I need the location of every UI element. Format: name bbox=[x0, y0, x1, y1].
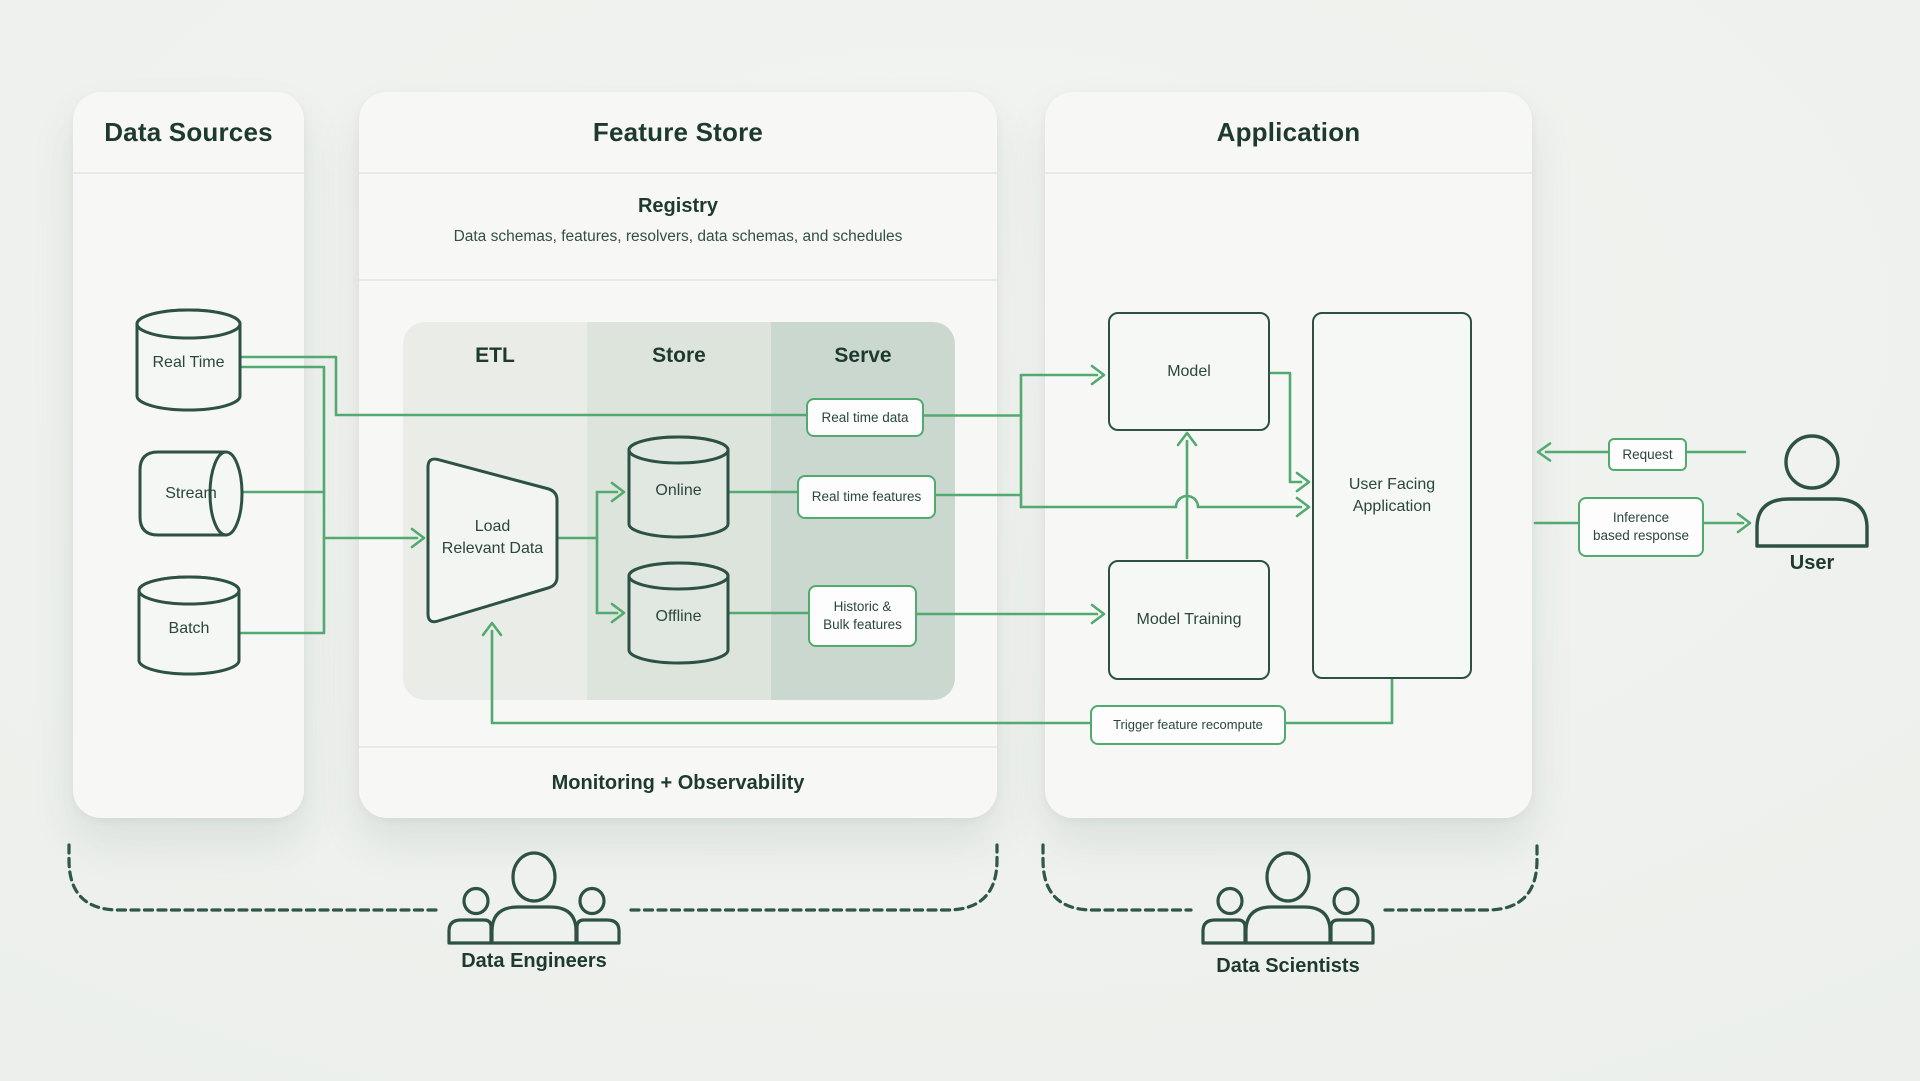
divider bbox=[1045, 172, 1532, 174]
historic-bulk-features-label: Historic & Bulk features bbox=[808, 585, 917, 647]
data-sources-title: Data Sources bbox=[104, 116, 273, 147]
feature-store-title: Feature Store bbox=[592, 116, 764, 147]
arrowhead-icon bbox=[1736, 512, 1752, 534]
trigger-feature-recompute-label: Trigger feature recompute bbox=[1090, 705, 1286, 745]
data-scientists-icon bbox=[1201, 851, 1375, 945]
etl-column-label: ETL bbox=[475, 344, 515, 367]
data-engineers-bracket bbox=[67, 843, 999, 912]
arrowhead-icon bbox=[1536, 442, 1552, 462]
offline-store-label: Offline bbox=[655, 607, 702, 625]
user-label: User bbox=[1789, 552, 1835, 574]
request-label: Request bbox=[1608, 438, 1687, 471]
batch-source-label: Batch bbox=[168, 619, 210, 637]
stream-source-label: Stream bbox=[165, 484, 217, 502]
real-time-source-label: Real Time bbox=[152, 354, 225, 371]
data-engineers-label: Data Engineers bbox=[461, 950, 607, 972]
real-time-data-label: Real time data bbox=[806, 398, 924, 437]
data-engineers-icon bbox=[447, 851, 621, 945]
user-icon bbox=[1755, 434, 1869, 548]
model-training-node: Model Training bbox=[1108, 560, 1270, 680]
real-time-features-label: Real time features bbox=[797, 475, 936, 519]
load-relevant-data-label: Load Relevant Data bbox=[441, 518, 544, 557]
user-facing-application-node: User Facing Application bbox=[1312, 312, 1472, 679]
registry-title: Registry bbox=[637, 195, 719, 217]
registry-subtitle: Data schemas, features, resolvers, data … bbox=[453, 228, 903, 245]
store-column-label: Store bbox=[652, 344, 706, 367]
application-title: Application bbox=[1216, 116, 1361, 147]
serve-column-label: Serve bbox=[834, 344, 892, 367]
divider bbox=[73, 172, 304, 174]
data-scientists-label: Data Scientists bbox=[1216, 955, 1360, 977]
data-scientists-bracket bbox=[1041, 843, 1539, 912]
divider bbox=[359, 172, 997, 174]
inference-response-label: Inference based response bbox=[1578, 497, 1704, 557]
online-store-label: Online bbox=[655, 481, 702, 499]
divider bbox=[359, 746, 997, 748]
model-node: Model bbox=[1108, 312, 1270, 431]
divider bbox=[359, 279, 997, 281]
monitoring-footer: Monitoring + Observability bbox=[551, 772, 805, 794]
